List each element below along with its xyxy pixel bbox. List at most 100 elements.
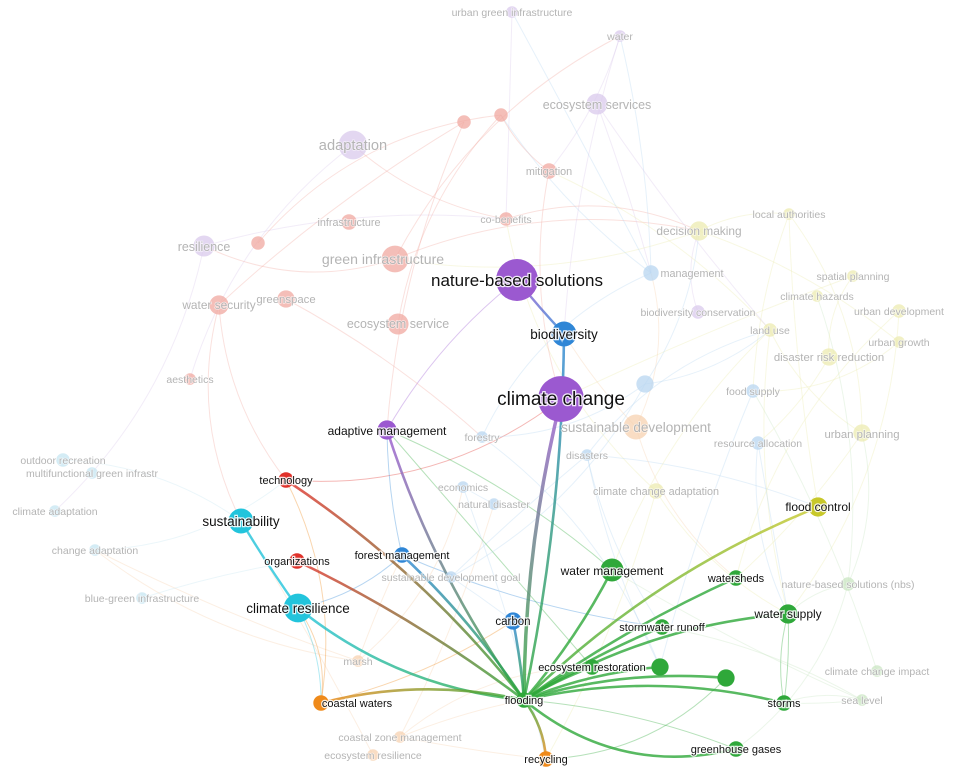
node-water[interactable]: [614, 30, 626, 42]
node-flooding[interactable]: [516, 692, 532, 708]
node-urban_green_infrastructure[interactable]: [506, 6, 518, 18]
node-disasters[interactable]: [581, 449, 593, 461]
node-ecosystem_restoration[interactable]: [584, 659, 600, 675]
label-greenhouse_gases: greenhouse gases: [691, 744, 782, 756]
node-natural_disaster[interactable]: [488, 498, 500, 510]
node-green_unlabeled_2[interactable]: [717, 669, 735, 687]
node-spatial_planning[interactable]: [847, 270, 859, 282]
background-link: [780, 613, 789, 704]
label-water_security: water security: [181, 298, 255, 312]
node-resilience[interactable]: [193, 235, 215, 257]
node-multifunctional_green_infrastr[interactable]: [86, 467, 98, 479]
node-urban_planning[interactable]: [853, 424, 871, 442]
node-pink_unlabeled_1[interactable]: [457, 115, 471, 129]
background-link: [386, 429, 613, 571]
node-climate_adaptation[interactable]: [49, 505, 61, 517]
node-land_use[interactable]: [763, 323, 777, 337]
node-technology[interactable]: [278, 472, 294, 488]
node-storms[interactable]: [776, 695, 792, 711]
node-adaptive_management[interactable]: [377, 420, 397, 440]
node-stormwater_runoff[interactable]: [654, 619, 670, 635]
node-greenhouse_gases[interactable]: [728, 741, 744, 757]
node-water_management[interactable]: [600, 558, 624, 582]
node-sustainable_development_goal[interactable]: [445, 571, 457, 583]
node-ecosystem_resilience[interactable]: [367, 749, 379, 761]
label-urban_development: urban development: [854, 306, 944, 318]
background-link: [481, 383, 646, 438]
node-decision_making[interactable]: [689, 221, 709, 241]
node-climate_resilience[interactable]: [283, 593, 313, 623]
node-pink_unlabeled_2[interactable]: [494, 108, 508, 122]
node-nature_based_solutions[interactable]: [496, 259, 538, 301]
node-greenspace[interactable]: [277, 290, 295, 308]
node-blue_green_infrastructure[interactable]: [136, 592, 148, 604]
node-outdoor_recreation[interactable]: [56, 453, 70, 467]
node-disaster_risk_reduction[interactable]: [820, 348, 838, 366]
background-link: [523, 699, 737, 750]
node-co_benefits[interactable]: [499, 212, 513, 226]
label-flood_control: flood control: [785, 500, 850, 514]
node-carbon[interactable]: [504, 612, 522, 630]
node-pink_unlabeled_3[interactable]: [251, 236, 265, 250]
label-ecosystem_restoration: ecosystem restoration: [538, 662, 646, 674]
node-climate_change[interactable]: [538, 376, 584, 422]
node-sea_level[interactable]: [856, 694, 868, 706]
node-biodiversity_conservation[interactable]: [691, 305, 705, 319]
label-land_use: land use: [750, 325, 790, 337]
node-change_adaptation[interactable]: [89, 544, 101, 556]
node-forestry[interactable]: [476, 431, 488, 443]
node-urban_growth[interactable]: [893, 336, 905, 348]
background-link: [611, 329, 771, 571]
label-ecosystem_service: ecosystem service: [347, 317, 449, 331]
node-urban_development[interactable]: [892, 304, 906, 318]
node-aesthetics[interactable]: [184, 373, 196, 385]
node-adaptation[interactable]: [338, 130, 368, 160]
node-ecosystem_service[interactable]: [387, 313, 409, 335]
node-local_authorities[interactable]: [783, 208, 795, 220]
node-sustainable_development[interactable]: [623, 414, 649, 440]
node-organizations[interactable]: [289, 553, 305, 569]
node-blue_unlabeled_1[interactable]: [636, 375, 654, 393]
node-ecosystem_services[interactable]: [586, 93, 608, 115]
node-green_infrastructure[interactable]: [381, 245, 409, 273]
node-marsh[interactable]: [352, 655, 364, 667]
node-management[interactable]: [643, 265, 659, 281]
label-green_infrastructure: green infrastructure: [322, 251, 444, 267]
node-mitigation[interactable]: [541, 163, 557, 179]
background-link: [94, 549, 359, 662]
label-resource_allocation: resource allocation: [714, 438, 802, 450]
label-climate_change: climate change: [497, 389, 625, 410]
node-watersheds[interactable]: [728, 570, 744, 586]
node-biodiversity[interactable]: [551, 321, 577, 347]
node-coastal_waters[interactable]: [313, 695, 329, 711]
background-link: [644, 329, 771, 385]
node-water_security[interactable]: [209, 295, 229, 315]
node-forest_management[interactable]: [394, 547, 410, 563]
background-link: [386, 279, 518, 431]
label-outdoor_recreation: outdoor recreation: [20, 455, 105, 467]
label-infrastructure: infrastructure: [317, 217, 380, 229]
node-food_supply[interactable]: [746, 384, 760, 398]
background-link: [752, 390, 878, 672]
node-climate_hazards[interactable]: [811, 290, 823, 302]
label-marsh: marsh: [343, 656, 372, 668]
node-nature_based_solutions_nbs[interactable]: [841, 577, 855, 591]
node-water_supply[interactable]: [778, 604, 798, 624]
node-sustainability[interactable]: [228, 508, 254, 534]
node-climate_change_impact[interactable]: [871, 665, 883, 677]
node-resource_allocation[interactable]: [751, 436, 765, 450]
background-link: [788, 213, 863, 434]
background-link: [635, 426, 737, 579]
node-economics[interactable]: [457, 481, 469, 493]
label-carbon: carbon: [495, 616, 530, 628]
label-water: water: [606, 31, 633, 43]
node-infrastructure[interactable]: [341, 214, 357, 230]
node-recycling[interactable]: [538, 751, 554, 767]
background-link: [500, 114, 652, 274]
node-flood_control[interactable]: [808, 497, 828, 517]
node-coastal_zone_management[interactable]: [394, 731, 406, 743]
node-green_unlabeled_1[interactable]: [651, 658, 669, 676]
node-climate_change_adaptation[interactable]: [648, 483, 664, 499]
